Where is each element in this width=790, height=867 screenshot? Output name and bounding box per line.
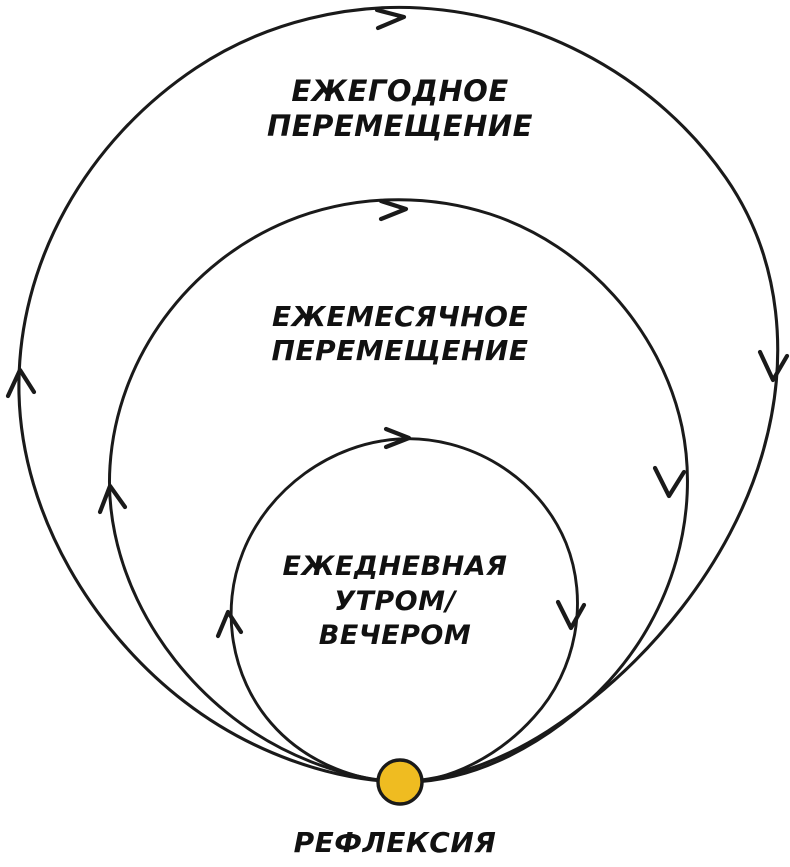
ring-monthly-path[interactable] — [107, 198, 689, 784]
ring-annual-label: ЕЖЕГОДНОЕ ПЕРЕМЕЩЕНИЕ — [267, 74, 533, 144]
ring-daily[interactable] — [215, 426, 587, 784]
ring-annual-path[interactable] — [17, 5, 780, 784]
ring-daily-arrow-left-icon — [215, 609, 244, 639]
ring-daily-arrow-top-icon — [383, 426, 412, 450]
ring-monthly[interactable] — [97, 198, 689, 784]
ring-annual-arrow-right-icon — [757, 349, 790, 383]
reflection-node-label: РЕФЛЕКСИЯ — [293, 826, 497, 859]
ring-daily-arrow-right-icon — [555, 599, 587, 631]
ring-daily-label: ЕЖЕДНЕВНАЯ УТРОМ/ ВЕЧЕРОМ — [282, 551, 508, 652]
ring-monthly-arrow-top-icon — [378, 198, 409, 222]
ring-annual-arrow-top-icon — [374, 7, 407, 31]
ring-annual-arrow-left-icon — [5, 367, 37, 399]
ring-monthly-arrow-right-icon — [652, 465, 687, 499]
ring-daily-path[interactable] — [229, 437, 579, 784]
ring-monthly-label: ЕЖЕМЕСЯЧНОЕ ПЕРЕМЕЩЕНИЕ — [271, 300, 529, 368]
ring-annual[interactable] — [5, 5, 790, 784]
reflection-node-dot[interactable] — [376, 758, 424, 806]
ring-monthly-arrow-left-icon — [97, 483, 128, 515]
